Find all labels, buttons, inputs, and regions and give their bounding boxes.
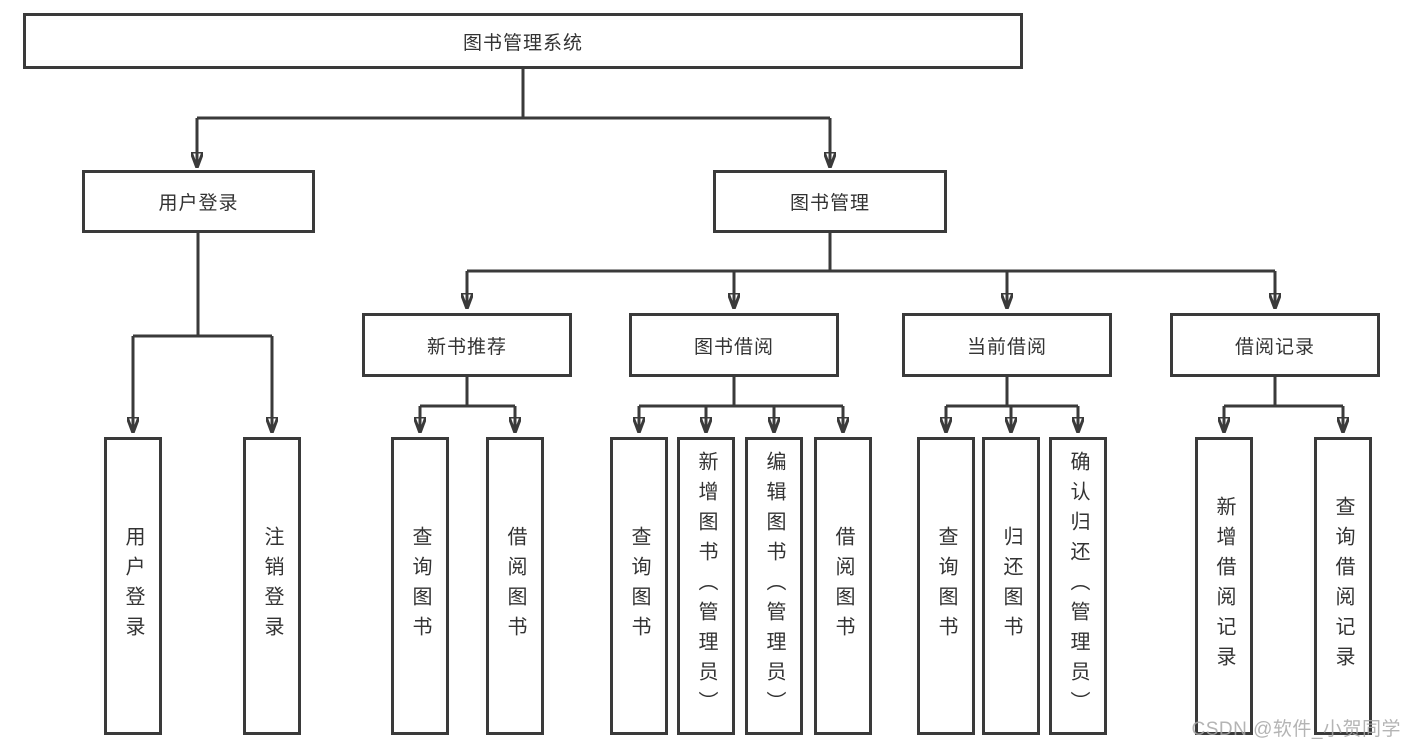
leaf-borrow-books-borrowing: 借阅图书 [814, 437, 872, 735]
watermark-text: CSDN @软件_小贺同学 [1191, 719, 1401, 740]
node-current-borrowing: 当前借阅 [902, 313, 1112, 377]
leaf-borrow-books-recommend: 借阅图书 [486, 437, 544, 735]
leaf-add-book-admin: 新增图书（管理员） [677, 437, 735, 735]
leaf-search-books-current: 查询图书 [917, 437, 975, 735]
leaf-confirm-return-admin: 确认归还（管理员） [1049, 437, 1107, 735]
node-borrowing-records: 借阅记录 [1170, 313, 1380, 377]
node-user-login: 用户登录 [82, 170, 315, 233]
leaf-search-books-recommend: 查询图书 [391, 437, 449, 735]
leaf-return-books: 归还图书 [982, 437, 1040, 735]
leaf-search-borrow-record: 查询借阅记录 [1314, 437, 1372, 735]
node-book-borrowing: 图书借阅 [629, 313, 839, 377]
node-book-management: 图书管理 [713, 170, 947, 233]
leaf-logout: 注销登录 [243, 437, 301, 735]
leaf-search-books-borrowing: 查询图书 [610, 437, 668, 735]
leaf-add-borrow-record: 新增借阅记录 [1195, 437, 1253, 735]
leaf-edit-book-admin: 编辑图书（管理员） [745, 437, 803, 735]
leaf-user-login: 用户登录 [104, 437, 162, 735]
node-library-management-system: 图书管理系统 [23, 13, 1023, 69]
node-new-book-recommendation: 新书推荐 [362, 313, 572, 377]
